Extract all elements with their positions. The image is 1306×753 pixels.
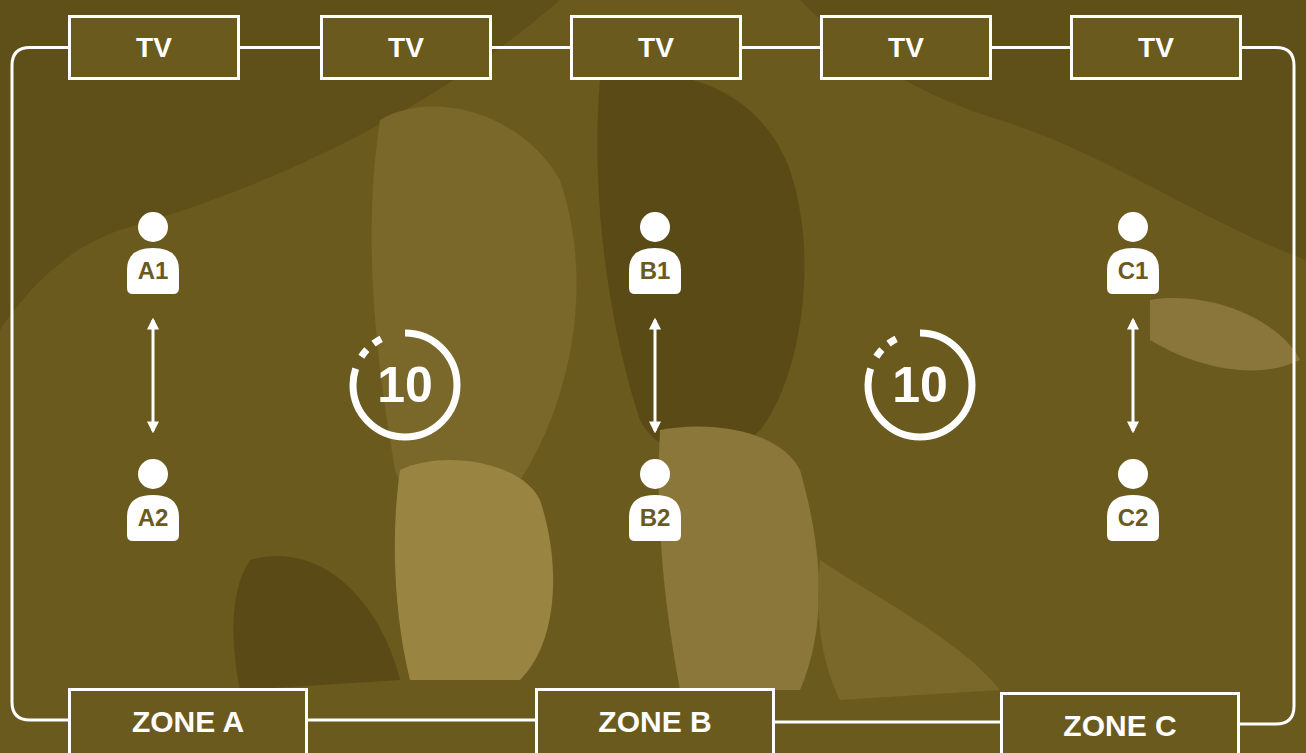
connector-line xyxy=(992,46,1070,49)
connector-line xyxy=(775,721,1000,724)
double-arrow xyxy=(1132,320,1135,431)
box-label: ZONE C xyxy=(1063,709,1176,743)
player-marker: A1 xyxy=(123,210,183,294)
box-label: TV xyxy=(136,32,172,64)
timer-marker: 10 xyxy=(347,327,463,443)
connector-line xyxy=(1240,48,1294,725)
label-box: ZONE B xyxy=(535,688,775,753)
player-label: B2 xyxy=(625,499,685,537)
player-label: C1 xyxy=(1103,252,1163,290)
timer-number: 10 xyxy=(347,327,463,443)
player-marker: C1 xyxy=(1103,210,1163,294)
player-label: C2 xyxy=(1103,499,1163,537)
label-box: ZONE A xyxy=(68,688,308,753)
player-label: A2 xyxy=(123,499,183,537)
player-marker: A2 xyxy=(123,457,183,541)
connector-line xyxy=(12,48,68,721)
label-box: TV xyxy=(320,15,492,80)
timer-number: 10 xyxy=(862,327,978,443)
box-label: ZONE B xyxy=(598,705,711,739)
box-label: ZONE A xyxy=(132,705,244,739)
player-label: B1 xyxy=(625,252,685,290)
double-arrow xyxy=(152,320,155,431)
box-label: TV xyxy=(888,32,924,64)
player-marker: B2 xyxy=(625,457,685,541)
double-arrow xyxy=(654,320,657,431)
connector-line xyxy=(308,719,535,722)
player-marker: B1 xyxy=(625,210,685,294)
box-label: TV xyxy=(1138,32,1174,64)
box-label: TV xyxy=(388,32,424,64)
label-box: ZONE C xyxy=(1000,692,1240,753)
connector-line xyxy=(742,46,820,49)
connector-line xyxy=(492,46,570,49)
player-label: A1 xyxy=(123,252,183,290)
player-marker: C2 xyxy=(1103,457,1163,541)
label-box: TV xyxy=(820,15,992,80)
connector-line xyxy=(240,46,320,49)
label-box: TV xyxy=(1070,15,1242,80)
label-box: TV xyxy=(68,15,240,80)
label-box: TV xyxy=(570,15,742,80)
box-label: TV xyxy=(638,32,674,64)
timer-marker: 10 xyxy=(862,327,978,443)
